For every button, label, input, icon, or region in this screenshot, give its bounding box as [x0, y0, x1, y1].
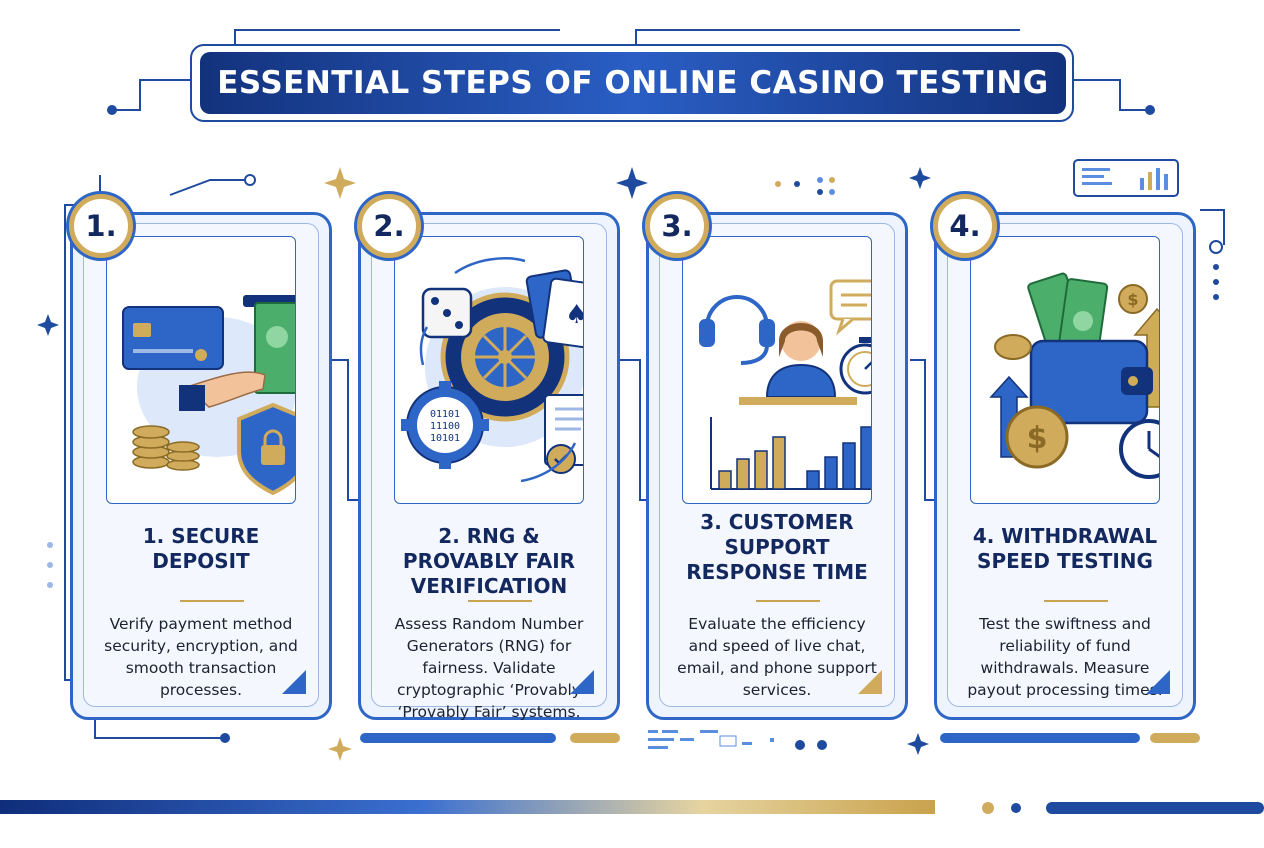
bottom-gradient-bar	[0, 800, 935, 814]
illustration-support-response	[682, 236, 872, 504]
illustration-secure-deposit	[106, 236, 296, 504]
certificate-icon	[544, 394, 583, 474]
corner-fold	[858, 670, 882, 694]
card-inner: ♠ 01101 11100 10101	[371, 223, 607, 721]
corner-fold	[282, 670, 306, 694]
divider	[180, 600, 244, 602]
step-card-4: $ $ 4. WITHDRAWAL SPEED TESTING Test the…	[934, 212, 1196, 720]
step-description: Verify payment method security, encrypti…	[104, 615, 298, 699]
card-inner: 3. CUSTOMER SUPPORT RESPONSE TIME Evalua…	[659, 223, 895, 707]
page-title: ESSENTIAL STEPS OF ONLINE CASINO TESTING	[217, 65, 1049, 101]
clock-icon	[1119, 419, 1159, 479]
card-inner: 1. SECURE DEPOSIT Verify payment method …	[83, 223, 319, 707]
cash-icon	[243, 295, 295, 394]
divider	[1044, 600, 1108, 602]
binary-line: 01101	[430, 409, 460, 420]
step-number: 4.	[949, 209, 981, 243]
binary-line: 11100	[430, 421, 460, 432]
corner-fold	[570, 670, 594, 694]
step-card-3: 3. CUSTOMER SUPPORT RESPONSE TIME Evalua…	[646, 212, 908, 720]
title-banner: ESSENTIAL STEPS OF ONLINE CASINO TESTING	[200, 52, 1066, 114]
wallet-icon	[1029, 339, 1153, 425]
credit-card-icon	[122, 306, 224, 370]
cash-icon	[1027, 272, 1109, 354]
step-heading: 4. WITHDRAWAL SPEED TESTING	[972, 524, 1158, 573]
chat-bubble-icon	[829, 279, 871, 336]
step-heading: 1. SECURE DEPOSIT	[142, 524, 260, 573]
divider	[468, 600, 532, 602]
step-card-2: ♠ 01101 11100 10101	[358, 212, 620, 721]
step-number: 1.	[85, 209, 117, 243]
illustration-withdrawal-speed: $ $	[970, 236, 1160, 504]
coins-icon	[132, 425, 200, 471]
svg-text:$: $	[1027, 421, 1048, 456]
step-heading: 3. CUSTOMER SUPPORT RESPONSE TIME	[686, 510, 868, 584]
divider	[756, 600, 820, 602]
corner-fold	[1146, 670, 1170, 694]
step-heading: 2. RNG & PROVABLY FAIR VERIFICATION	[402, 524, 576, 598]
card-inner: $ $ 4. WITHDRAWAL SPEED TESTING Test the…	[947, 223, 1183, 707]
coin-icon: $ $	[994, 284, 1148, 469]
step-description: Assess Random Number Generators (RNG) fo…	[394, 615, 584, 721]
dice-icon	[421, 287, 473, 339]
support-agent-icon	[739, 321, 857, 405]
svg-text:♠: ♠	[565, 300, 584, 330]
shield-lock-icon	[237, 402, 295, 496]
binary-line: 10101	[430, 433, 460, 444]
step-badge-2: 2.	[357, 194, 421, 258]
binary-gear-icon: 01101 11100 10101	[401, 381, 489, 469]
step-badge-3: 3.	[645, 194, 709, 258]
svg-text:$: $	[1127, 290, 1138, 309]
step-card-1: 1. SECURE DEPOSIT Verify payment method …	[70, 212, 332, 720]
step-description: Test the swiftness and reliability of fu…	[967, 615, 1163, 699]
stopwatch-icon	[839, 337, 871, 395]
step-number: 3.	[661, 209, 693, 243]
step-description: Evaluate the efficiency and speed of liv…	[677, 615, 877, 699]
bar-chart-icon	[710, 417, 871, 490]
step-number: 2.	[373, 209, 405, 243]
headset-icon	[699, 295, 775, 365]
step-badge-1: 1.	[69, 194, 133, 258]
step-badge-4: 4.	[933, 194, 997, 258]
playing-cards-icon: ♠	[525, 269, 584, 349]
illustration-rng-verification: ♠ 01101 11100 10101	[394, 236, 584, 504]
